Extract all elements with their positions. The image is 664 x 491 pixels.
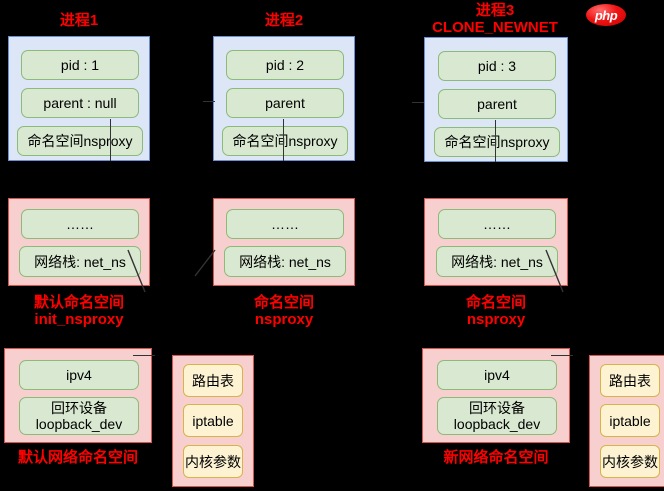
connector-nsproxy3-to-netns <box>545 249 564 293</box>
attrs-1-route-table: 路由表 <box>183 364 243 397</box>
netns-3-field-loopback-line1: 回环设备 <box>469 400 525 416</box>
process-1-field-nsproxy: 命名空间nsproxy <box>17 126 143 156</box>
attrs-box-1: 路由表 iptable 内核参数 <box>172 355 254 487</box>
attrs-3-kernel-params: 内核参数 <box>600 445 660 478</box>
nsproxy-2-label-line1: 命名空间 <box>253 294 314 311</box>
process-3-field-parent: parent <box>438 89 556 119</box>
attrs-1-iptable: iptable <box>183 404 243 437</box>
nsproxy-1-field-ellipsis: …… <box>21 209 139 239</box>
process-3-field-pid: pid : 3 <box>438 51 556 81</box>
netns-1-field-loopback-line1: 回环设备 <box>51 400 107 416</box>
process-1-field-pid: pid : 1 <box>21 50 139 80</box>
process-2-field-pid: pid : 2 <box>226 50 344 80</box>
nsproxy-2-field-netns: 网络栈: net_ns <box>224 246 346 277</box>
connector-process2-to-nsproxy <box>283 119 284 161</box>
netns-1-field-loopback: 回环设备 loopback_dev <box>19 397 139 435</box>
nsproxy-3-field-netns: 网络栈: net_ns <box>436 246 558 277</box>
netns-1-label: 默认网络命名空间 <box>0 449 156 466</box>
netns-3-field-loopback-line2: loopback_dev <box>453 416 541 432</box>
column-1-heading: 进程1 <box>8 12 150 29</box>
nsproxy-2-field-ellipsis: …… <box>226 209 344 239</box>
column-3-heading-line2: CLONE_NEWNET <box>432 19 558 36</box>
nsproxy-3-label-line2: nsproxy <box>466 311 526 328</box>
process-3-field-nsproxy: 命名空间nsproxy <box>434 127 560 157</box>
php-logo: php <box>586 4 626 26</box>
attrs-3-iptable: iptable <box>600 404 660 437</box>
connector-netns1-top <box>133 355 155 356</box>
process-box-1: pid : 1 parent : null 命名空间nsproxy <box>8 36 150 161</box>
netns-3-label-line1: 新网络命名空间 <box>443 449 549 466</box>
process-2-field-nsproxy: 命名空间nsproxy <box>222 126 348 156</box>
nsproxy-box-1: …… 网络栈: net_ns <box>8 198 150 286</box>
attrs-box-3: 路由表 iptable 内核参数 <box>589 355 664 487</box>
nsproxy-box-2: …… 网络栈: net_ns <box>213 198 355 286</box>
netns-3-field-ipv4: ipv4 <box>437 360 557 390</box>
nsproxy-3-label-line1: 命名空间 <box>465 294 526 311</box>
netns-box-1: ipv4 回环设备 loopback_dev <box>4 348 152 443</box>
netns-3-field-loopback: 回环设备 loopback_dev <box>437 397 557 435</box>
process-2-field-parent: parent <box>226 88 344 118</box>
nsproxy-1-label-line1: 默认命名空间 <box>33 294 124 311</box>
process-box-3: pid : 3 parent 命名空间nsproxy <box>424 37 568 162</box>
php-logo-text: php <box>594 7 618 23</box>
process-1-field-parent: parent : null <box>21 88 139 118</box>
netns-3-label: 新网络命名空间 <box>418 449 574 466</box>
netns-1-field-loopback-line2: loopback_dev <box>35 416 123 432</box>
process-box-2: pid : 2 parent 命名空间nsproxy <box>213 36 355 161</box>
column-2-heading: 进程2 <box>213 12 355 29</box>
column-3-heading-line1: 进程3 <box>475 2 515 19</box>
netns-box-3: ipv4 回环设备 loopback_dev <box>422 348 570 443</box>
connector-process2-parent <box>203 101 215 102</box>
connector-process3-to-nsproxy <box>495 120 496 162</box>
column-2-heading-line1: 进程2 <box>264 12 304 29</box>
attrs-3-route-table: 路由表 <box>600 364 660 397</box>
nsproxy-1-label-line2: init_nsproxy <box>34 311 124 328</box>
attrs-1-kernel-params: 内核参数 <box>183 445 243 478</box>
connector-netns3-top <box>551 355 573 356</box>
netns-1-label-line1: 默认网络命名空间 <box>17 449 138 466</box>
connector-nsproxy2-to-netns <box>194 249 216 277</box>
nsproxy-box-3: …… 网络栈: net_ns <box>424 198 568 286</box>
nsproxy-3-label: 命名空间 nsproxy <box>424 294 568 328</box>
nsproxy-3-field-ellipsis: …… <box>438 209 556 239</box>
nsproxy-2-label-line2: nsproxy <box>254 311 314 328</box>
netns-1-field-ipv4: ipv4 <box>19 360 139 390</box>
nsproxy-1-label: 默认命名空间 init_nsproxy <box>8 294 150 328</box>
column-1-heading-line1: 进程1 <box>59 12 99 29</box>
connector-nsproxy1-to-netns <box>127 249 146 293</box>
nsproxy-2-label: 命名空间 nsproxy <box>213 294 355 328</box>
column-3-heading: 进程3 CLONE_NEWNET <box>421 2 569 36</box>
connector-process1-to-nsproxy <box>110 119 111 161</box>
nsproxy-1-field-netns: 网络栈: net_ns <box>19 246 141 277</box>
connector-process3-parent <box>412 102 424 103</box>
